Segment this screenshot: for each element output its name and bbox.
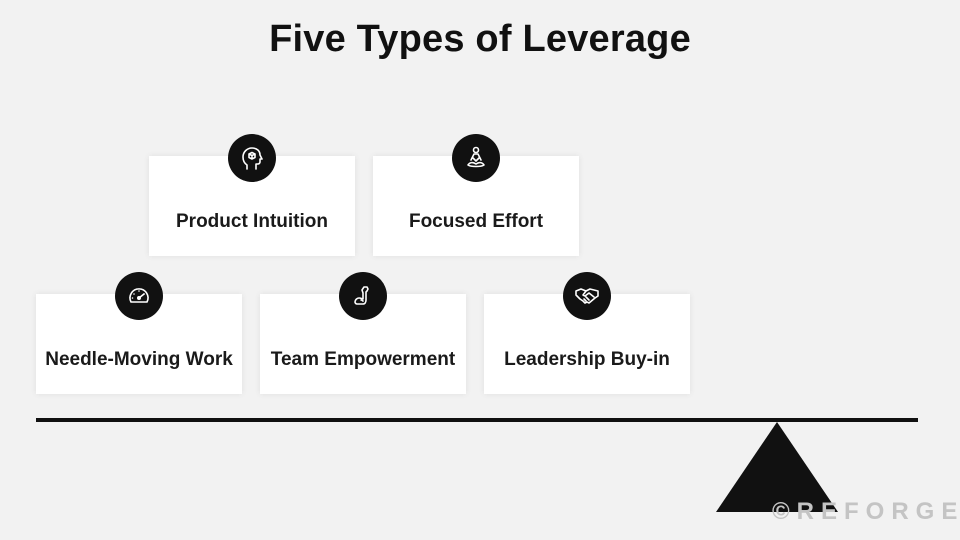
handshake-icon <box>563 272 611 320</box>
lever-beam <box>36 418 918 422</box>
flexed-arm-icon <box>339 272 387 320</box>
card-label: Product Intuition <box>176 211 328 232</box>
brand-watermark: ©REFORGE <box>772 498 960 525</box>
card-label: Leadership Buy-in <box>504 349 670 370</box>
card-label: Team Empowerment <box>270 349 456 370</box>
card-label: Focused Effort <box>408 211 544 232</box>
card-focused-effort: Focused Effort <box>373 134 579 256</box>
card-product-intuition: Product Intuition <box>149 134 355 256</box>
page-title: Five Types of Leverage <box>269 18 691 60</box>
card-label: Needle-Moving Work <box>45 349 233 370</box>
card-leadership-buy-in: Leadership Buy-in <box>484 272 690 394</box>
card-team-empowerment: Team Empowerment <box>260 272 466 394</box>
head-box-icon <box>228 134 276 182</box>
fulcrum-triangle <box>716 422 838 512</box>
speedometer-icon <box>115 272 163 320</box>
card-needle-moving-work: Needle-Moving Work <box>36 272 242 394</box>
meditation-icon <box>452 134 500 182</box>
